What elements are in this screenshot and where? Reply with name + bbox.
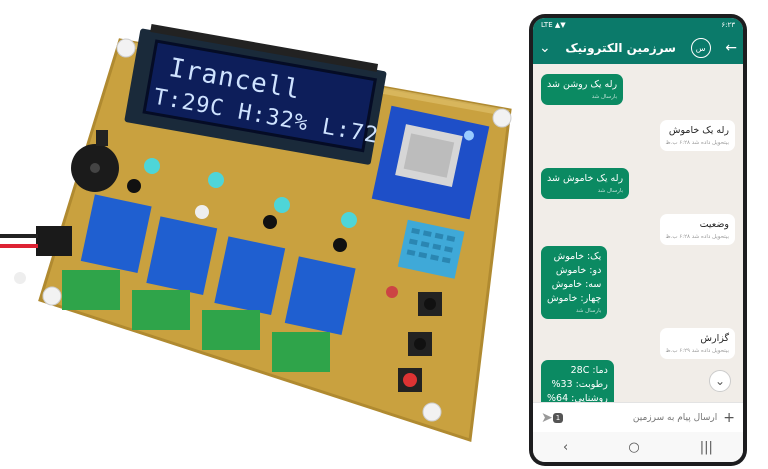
led <box>274 197 290 213</box>
received-message[interactable]: وضعیت بیتحویل داده شد ۶:۲۸ ب.ظ <box>659 214 735 245</box>
sent-message[interactable]: یک: خاموش دو: خاموش سه: خاموش چهار: خامو… <box>541 246 608 319</box>
message-text: وضعیت <box>699 219 729 230</box>
led <box>144 158 160 174</box>
message-text: دما: 28C رطوبت: 33% روشنایی: 64% <box>547 365 608 404</box>
pcb-photo: Irancell T:29C H:32% L:72 <box>0 24 512 442</box>
message-meta: بیتحویل داده شد ۶:۲۸ ب.ظ <box>665 140 729 146</box>
pcb-illustration: Irancell T:29C H:32% L:72 <box>0 24 512 442</box>
led <box>341 212 357 228</box>
message-text: رله یک روشن شد <box>547 79 618 90</box>
back-nav-icon[interactable]: ‹ <box>563 439 569 455</box>
message-text: رله یک خاموش <box>668 125 729 136</box>
add-icon[interactable]: + <box>723 409 735 426</box>
more-icon[interactable]: ⌄ <box>539 40 551 56</box>
relay <box>80 194 152 273</box>
chat-list[interactable]: رله یک روشن شد بارسال شد رله یک خاموش بیتحو… <box>533 64 743 419</box>
gsm-module <box>371 105 490 220</box>
message-meta: بیتحویل داده شد ۶:۲۹ ب.ظ <box>665 348 729 354</box>
message-meta: بارسال شد <box>597 188 624 194</box>
message-text: یک: خاموش دو: خاموش سه: خاموش چهار: خامو… <box>547 251 602 304</box>
back-arrow-icon[interactable]: ← <box>725 40 737 56</box>
app-bar: ⌄ سرزمین الکترونیک س ← <box>533 32 743 64</box>
scroll-down-button[interactable]: ⌄ <box>709 370 731 392</box>
status-time: ۶:۲۳ <box>721 21 735 29</box>
phone-frame: LTE ▲▼ ۶:۲۳ ⌄ سرزمین الکترونیک س ← رله ی… <box>529 14 747 466</box>
lcd-module: Irancell T:29C H:32% L:72 <box>124 24 387 165</box>
send-icon[interactable]: ➤ <box>541 409 553 426</box>
status-bar: LTE ▲▼ ۶:۲۳ <box>533 18 743 32</box>
received-message[interactable]: گزارش بیتحویل داده شد ۶:۲۹ ب.ظ <box>659 328 735 359</box>
received-message[interactable]: رله یک خاموش بیتحویل داده شد ۶:۲۸ ب.ظ <box>659 120 735 151</box>
message-text: گزارش <box>700 333 729 344</box>
relay <box>214 236 286 315</box>
system-nav-bar: ‹ ○ ||| <box>533 432 743 462</box>
status-left: LTE ▲▼ <box>541 21 566 29</box>
sim-counter: 1 <box>552 412 564 423</box>
spacer <box>492 108 512 128</box>
terminal-block <box>132 290 190 330</box>
power-connector <box>36 226 72 256</box>
led <box>208 172 224 188</box>
spacer <box>422 402 442 422</box>
message-input[interactable] <box>563 412 724 423</box>
message-meta: بیتحویل داده شد ۶:۲۸ ب.ظ <box>665 234 729 240</box>
chat-title: سرزمین الکترونیک <box>565 41 676 55</box>
sent-message[interactable]: رله یک روشن شد بارسال شد <box>541 74 624 105</box>
message-meta: بارسال شد <box>591 94 618 100</box>
ldr <box>386 286 398 298</box>
message-input-bar: ➤ 1 + <box>533 402 743 432</box>
dht-sensor <box>397 219 465 279</box>
spacer <box>116 38 136 58</box>
recents-nav-icon[interactable]: ||| <box>699 439 713 455</box>
message-text: رله یک خاموش شد <box>547 173 624 184</box>
spacer <box>42 286 62 306</box>
relay <box>146 216 218 295</box>
terminal-block <box>202 310 260 350</box>
terminal-block <box>272 332 330 372</box>
phone-screen: LTE ▲▼ ۶:۲۳ ⌄ سرزمین الکترونیک س ← رله ی… <box>533 18 743 462</box>
message-meta: بارسال شد <box>575 308 602 314</box>
sent-message[interactable]: رله یک خاموش شد بارسال شد <box>541 168 630 199</box>
home-nav-icon[interactable]: ○ <box>628 439 640 455</box>
terminal-block <box>62 270 120 310</box>
avatar[interactable]: س <box>690 38 711 58</box>
relay <box>284 256 356 335</box>
